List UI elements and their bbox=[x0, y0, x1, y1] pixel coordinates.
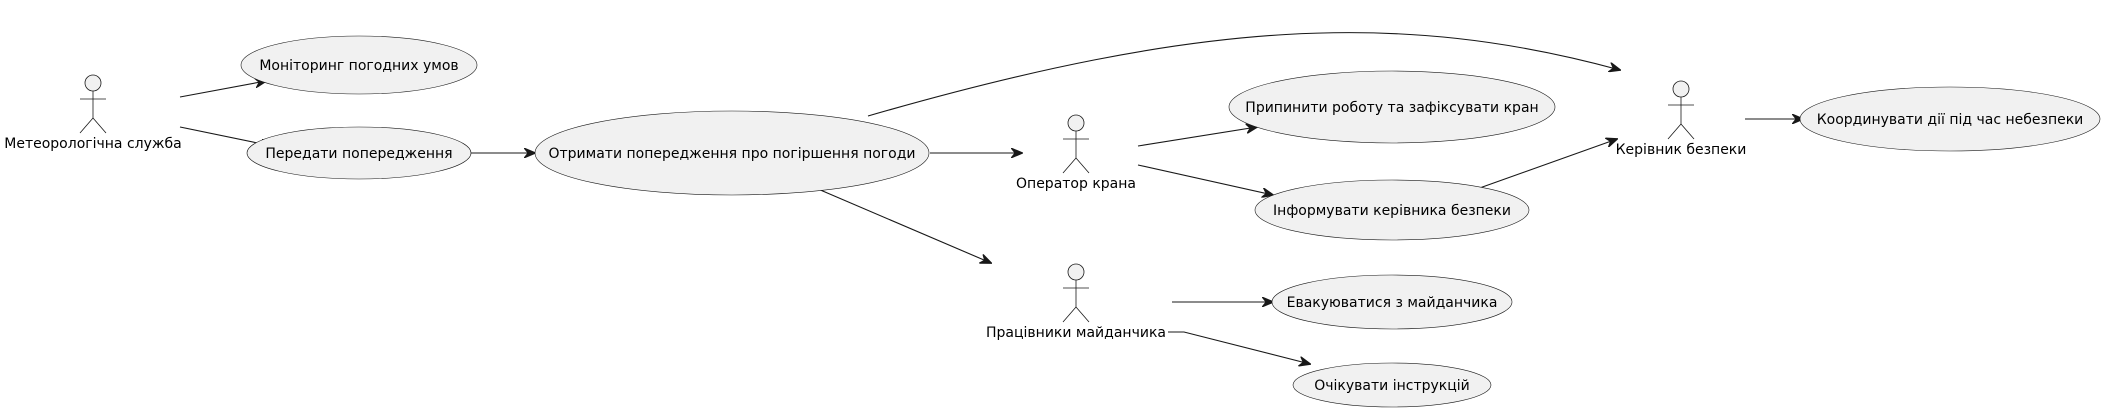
edge-receive-safety bbox=[867, 32, 1620, 117]
actor-meteo[interactable]: Метеорологічна служба bbox=[4, 74, 182, 152]
edge-receive-workers bbox=[817, 188, 991, 263]
use-case-label: Отримати попередження про погіршення пог… bbox=[548, 146, 915, 162]
actor-stick-figure-icon bbox=[1062, 114, 1090, 174]
use-case-ellipse bbox=[246, 126, 472, 180]
actor-label: Керівник безпеки bbox=[1616, 142, 1747, 158]
actor-safety[interactable]: Керівник безпеки bbox=[1616, 80, 1747, 158]
use-case-ellipse bbox=[1292, 362, 1492, 408]
use-case-ellipse bbox=[534, 110, 930, 196]
edge-operator-inform bbox=[1137, 164, 1273, 195]
edges bbox=[179, 32, 1803, 364]
use-case-evacuate[interactable]: Евакуюватися з майданчика bbox=[1271, 274, 1513, 330]
use-case-label: Очікувати інструкцій bbox=[1314, 378, 1470, 394]
edge-inform-safety bbox=[1473, 139, 1617, 191]
use-case-stop-crane[interactable]: Припинити роботу та зафіксувати кран bbox=[1228, 70, 1556, 144]
use-case-inform-safety[interactable]: Інформувати керівника безпеки bbox=[1254, 179, 1530, 241]
use-case-send-warning[interactable]: Передати попередження bbox=[246, 126, 472, 180]
actor-label: Працівники майданчика bbox=[986, 325, 1166, 341]
use-case-await[interactable]: Очікувати інструкцій bbox=[1292, 362, 1492, 408]
use-case-ellipse bbox=[1254, 179, 1530, 241]
use-case-receive-warning[interactable]: Отримати попередження про погіршення пог… bbox=[534, 110, 930, 196]
use-case-label: Передати попередження bbox=[265, 146, 452, 162]
use-case-ellipse bbox=[1799, 86, 2101, 152]
use-case-monitor[interactable]: Моніторинг погодних умов bbox=[240, 35, 478, 95]
actor-stick-figure-icon bbox=[1667, 80, 1695, 140]
actor-stick-figure-icon bbox=[79, 74, 107, 134]
use-case-label: Евакуюватися з майданчика bbox=[1287, 295, 1498, 311]
actor-label: Метеорологічна служба bbox=[4, 136, 181, 152]
actor-stick-figure-icon bbox=[1062, 263, 1090, 323]
use-case-ellipse bbox=[1228, 70, 1556, 144]
actor-operator[interactable]: Оператор крана bbox=[1016, 114, 1136, 192]
use-case-label: Моніторинг погодних умов bbox=[259, 58, 458, 74]
use-case-ellipse bbox=[1271, 274, 1513, 330]
actor-workers[interactable]: Працівники майданчика bbox=[986, 263, 1166, 341]
edge-workers-await bbox=[1168, 331, 1310, 364]
use-case-label: Інформувати керівника безпеки bbox=[1273, 203, 1511, 219]
use-case-ellipse bbox=[240, 35, 478, 95]
use-case-label: Припинити роботу та зафіксувати кран bbox=[1245, 100, 1538, 116]
use-case-label: Координувати дії під час небезпеки bbox=[1817, 112, 2084, 128]
use-case-coordinate[interactable]: Координувати дії під час небезпеки bbox=[1799, 86, 2101, 152]
edge-meteo-monitor bbox=[179, 81, 266, 98]
edge-operator-stop bbox=[1137, 127, 1257, 147]
actor-label: Оператор крана bbox=[1016, 176, 1136, 192]
